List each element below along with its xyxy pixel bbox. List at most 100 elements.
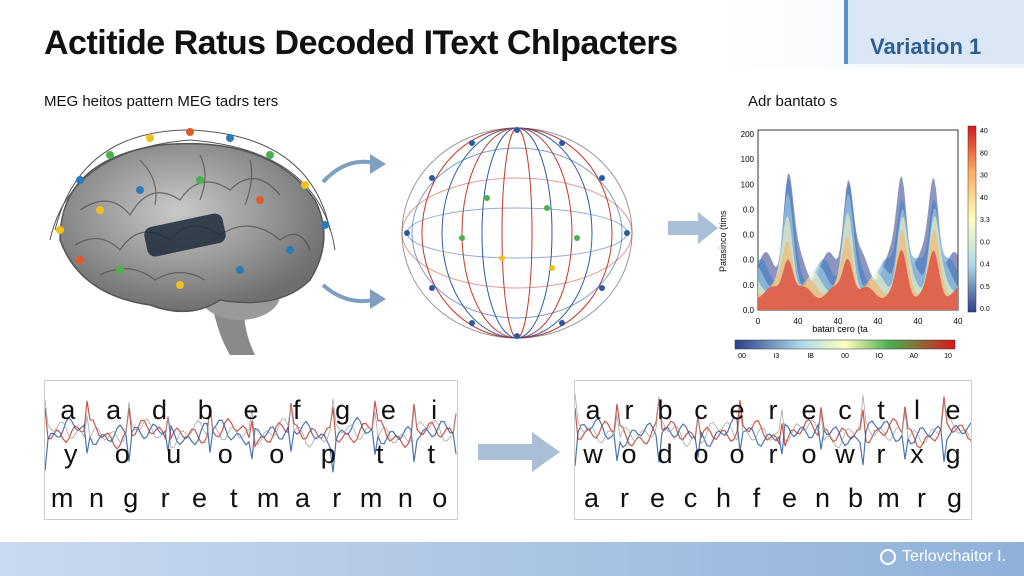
decoded-letter: w <box>827 439 863 470</box>
decoded-letter: a <box>575 395 611 426</box>
decoded-letter: e <box>773 483 806 514</box>
x-tick-label: 40 <box>954 317 963 326</box>
decoded-letter: w <box>575 439 611 470</box>
x-tick-label: 0 <box>756 317 761 326</box>
x-tick-label: 40 <box>874 317 883 326</box>
decoded-letter: p <box>303 439 355 470</box>
y-tick-label: 100 <box>741 180 755 189</box>
decoded-letter: e <box>182 483 216 514</box>
decoded-letter: c <box>683 395 719 426</box>
decoded-letter: b <box>647 395 683 426</box>
x-axis-label: batan cero (ta <box>812 324 868 334</box>
decoded-letter: e <box>228 395 274 426</box>
decoded-letter: t <box>863 395 899 426</box>
legend-bar-tick-label: 10 <box>944 353 952 360</box>
decoded-letter: n <box>79 483 113 514</box>
legend-bar-tick-label: IB <box>807 353 814 360</box>
decode-arrow <box>478 432 560 472</box>
y-tick-label: 200 <box>741 130 755 139</box>
y-ticks: 0.00.00.00.00.0100100200 <box>741 130 755 315</box>
decoded-letter: d <box>137 395 183 426</box>
decoded-letter: g <box>320 395 366 426</box>
sensor-sphere <box>392 118 642 348</box>
sphere-meridians <box>402 128 632 338</box>
colorbar-tick-label: 40 <box>980 128 988 135</box>
decoded-letter: r <box>905 483 938 514</box>
decoded-letter: m <box>45 483 79 514</box>
brain-illustration <box>40 120 340 370</box>
decoded-letter: g <box>938 483 971 514</box>
decoded-letter: e <box>935 395 971 426</box>
decoded-letter: c <box>827 395 863 426</box>
footer-logo-text: Terlovchaitor I. <box>902 548 1006 566</box>
legend-bar-tick-label: 00 <box>841 353 849 360</box>
decoded-letter: d <box>647 439 683 470</box>
y-tick-label: 0.0 <box>743 256 755 265</box>
decoded-letter: l <box>899 395 935 426</box>
decoded-letter: f <box>740 483 773 514</box>
decoded-letter: o <box>97 439 149 470</box>
decoded-letter: b <box>839 483 872 514</box>
decoded-letter: r <box>320 483 354 514</box>
decoded-letter: t <box>406 439 458 470</box>
letter-row: arechfenbmrg <box>575 483 971 514</box>
legend-bar-tick-label: 00 <box>738 353 746 360</box>
legend-bar <box>735 340 955 349</box>
flow-arrow <box>318 275 388 315</box>
decoded-letter: b <box>182 395 228 426</box>
decoded-letter: o <box>200 439 252 470</box>
decoded-letter: m <box>872 483 905 514</box>
sphere-nodes <box>404 127 630 339</box>
globe-icon <box>880 549 896 565</box>
colorbar-tick-label: 0.0 <box>980 239 990 246</box>
legend-bar-tick-label: I3 <box>773 353 779 360</box>
decoded-letter: y <box>45 439 97 470</box>
decoded-letter: h <box>707 483 740 514</box>
decoded-letter: e <box>791 395 827 426</box>
decoded-letter: g <box>114 483 148 514</box>
chart-title: Adr bantato s <box>748 93 837 110</box>
decoded-letter: e <box>641 483 674 514</box>
decoded-letter: a <box>45 395 91 426</box>
y-tick-label: 0.0 <box>743 281 755 290</box>
decoded-letter: o <box>251 439 303 470</box>
decoded-letter: n <box>388 483 422 514</box>
page-title: Actitide Ratus Decoded IText Chlpacters <box>44 24 678 63</box>
decoded-letter: o <box>611 439 647 470</box>
footer-logo: Terlovchaitor I. <box>880 548 1006 566</box>
colorbar-tick-label: 30 <box>980 173 988 180</box>
variation-badge-label: Variation 1 <box>870 34 981 60</box>
decoded-letter: t <box>354 439 406 470</box>
decoded-letters: aadbefgei youooptt mngretmarmno <box>45 381 457 519</box>
decoded-letter: r <box>608 483 641 514</box>
decoded-letter: o <box>719 439 755 470</box>
colorbar-tick-label: 0.4 <box>980 262 990 269</box>
decoded-letter: n <box>806 483 839 514</box>
header-bar: Actitide Ratus Decoded IText Chlpacters … <box>0 0 1024 68</box>
decoded-letter: t <box>217 483 251 514</box>
decoded-letter: i <box>411 395 457 426</box>
x-tick-label: 40 <box>914 317 923 326</box>
footer-bar: Terlovchaitor I. <box>0 542 1024 576</box>
flow-arrow <box>668 212 718 244</box>
legend-bar-tick-label: A0 <box>909 353 918 360</box>
variation-badge: Variation 1 <box>844 0 1024 64</box>
decoded-letter: u <box>148 439 200 470</box>
decoded-letter: g <box>935 439 971 470</box>
decoded-letter: o <box>423 483 457 514</box>
decoded-letter: e <box>365 395 411 426</box>
legend-bar-ticks: 00I3IB00IOA010 <box>738 353 952 360</box>
decoded-letter: r <box>755 439 791 470</box>
decoded-letter: r <box>863 439 899 470</box>
y-axis-label: Patasinco (tims <box>718 210 728 272</box>
decoded-letter: a <box>285 483 319 514</box>
decoded-letter: r <box>611 395 647 426</box>
y-tick-label: 0.0 <box>743 306 755 315</box>
